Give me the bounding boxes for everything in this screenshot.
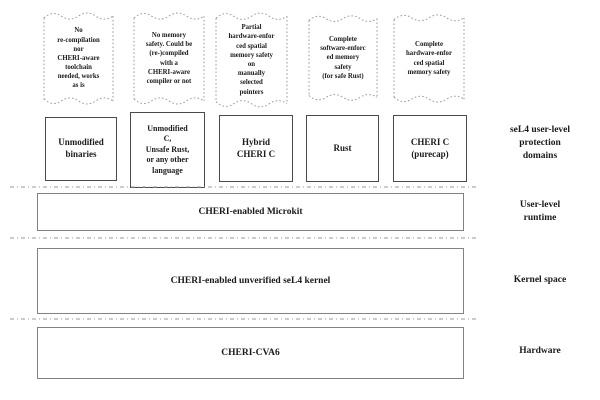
annotation-flag: Complete software-enforc ed memory safet… [308, 13, 378, 103]
annotation-text: Partial hardware-enfor ced spatial memor… [228, 24, 275, 96]
annotation-flag: No memory safety. Could be (re-)compiled… [133, 10, 205, 107]
annotation-text: No re-compilation nor CHERI-aware toolch… [57, 27, 100, 90]
layer-box-microkit: CHERI-enabled Microkit [37, 193, 464, 231]
side-label-user-level-runtime: User-level runtime [519, 200, 561, 223]
annotation-flag: Partial hardware-enfor ced spatial memor… [215, 10, 288, 110]
layer-separator-line [10, 237, 477, 239]
annotation-flag: No re-compilation nor CHERI-aware toolch… [43, 10, 114, 107]
side-label-kernel-space: Kernel space [513, 275, 567, 285]
domain-box-rust: Rust [306, 115, 379, 182]
domain-box-unmodified-binaries: Unmodified binaries [45, 117, 117, 181]
layer-separator-line [10, 186, 477, 188]
annotation-text: Complete hardware-enfor ced spatial memo… [406, 41, 452, 76]
side-label-protection-domains: seL4 user-level protection domains [509, 125, 571, 161]
layer-box-cheri-cva6: CHERI-CVA6 [37, 327, 464, 379]
annotation-text: No memory safety. Could be (re-)compiled… [145, 31, 193, 85]
side-label-hardware: Hardware [519, 346, 561, 356]
annotation-flag: Complete hardware-enfor ced spatial memo… [393, 12, 465, 105]
layer-box-sel4-kernel: CHERI-enabled unverified seL4 kernel [37, 248, 464, 314]
domain-box-cheri-c-purecap: CHERI C (purecap) [393, 115, 467, 182]
annotation-text: Complete software-enforc ed memory safet… [320, 36, 366, 80]
domain-box-hybrid-cheri-c: Hybrid CHERI C [219, 115, 293, 182]
domain-box-unmodified-c: Unmodified C, Unsafe Rust, or any other … [130, 112, 205, 188]
layer-separator-line [10, 318, 477, 320]
wavy-flag-border-icon [215, 10, 288, 110]
